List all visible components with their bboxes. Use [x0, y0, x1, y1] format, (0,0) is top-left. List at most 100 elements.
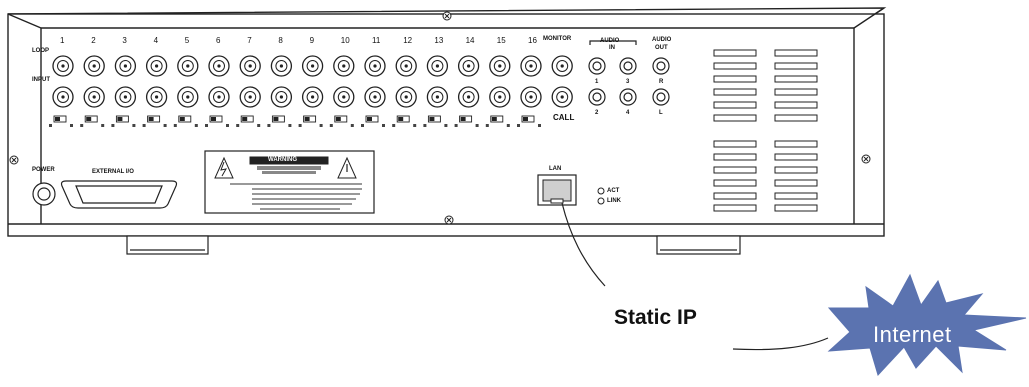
switch-mark	[382, 124, 385, 127]
external-io-label: EXTERNAL I/O	[92, 169, 134, 175]
switch-mark	[205, 124, 208, 127]
channel-number: 14	[465, 36, 475, 45]
channel-number: 9	[309, 36, 315, 45]
switch-mark	[413, 124, 417, 127]
switch-mark	[49, 124, 52, 127]
vent-slot	[774, 179, 818, 187]
switch-mark	[70, 124, 73, 127]
vent-slot	[713, 140, 757, 148]
input-bnc-pin	[529, 95, 533, 99]
vent-slot	[713, 192, 757, 200]
switch-knob	[117, 117, 123, 121]
vent-slot	[774, 204, 818, 212]
switch-mark	[454, 124, 458, 127]
switch-mark	[444, 124, 448, 127]
input-bnc-pin	[404, 95, 408, 99]
switch-knob	[460, 117, 466, 121]
vent-slot	[774, 153, 818, 161]
loop-bnc-pin	[435, 64, 439, 68]
link-label: LINK	[607, 198, 621, 204]
loop-bnc-pin	[92, 64, 96, 68]
loop-bnc-pin	[61, 64, 65, 68]
audio-out-label: OUT	[655, 45, 668, 51]
switch-mark	[485, 124, 489, 127]
termination-switches	[49, 115, 541, 127]
channel-number: 6	[216, 36, 221, 45]
switch-mark	[350, 124, 354, 127]
input-bnc-pin	[279, 95, 283, 99]
power-label: POWER	[32, 167, 55, 173]
switch-mark	[423, 124, 427, 127]
switch-knob	[273, 117, 279, 121]
switch-knob	[398, 117, 404, 121]
switch-mark	[80, 124, 84, 127]
switch-knob	[335, 117, 341, 121]
loop-bnc-pin	[217, 64, 221, 68]
input-bnc-pin	[560, 95, 564, 99]
switch-knob	[242, 117, 248, 121]
loop-connectors	[52, 55, 573, 77]
switch-knob	[148, 117, 154, 121]
input-bnc-pin	[435, 95, 439, 99]
switch-knob	[367, 117, 372, 121]
channel-number: 7	[247, 36, 252, 45]
vent-slot	[713, 204, 757, 212]
input-bnc-pin	[373, 95, 377, 99]
switch-mark	[132, 124, 136, 127]
audio-num-4: 4	[626, 110, 630, 116]
screws	[9, 11, 871, 225]
vent-slot	[713, 88, 757, 96]
switch-knob	[491, 117, 497, 121]
audio-connectors	[588, 40, 670, 106]
switch-mark	[101, 124, 105, 127]
switch-knob	[304, 117, 310, 121]
vent-slot	[713, 62, 757, 70]
channel-number: 15	[496, 36, 506, 45]
channel-number: 3	[122, 36, 127, 45]
internet-callout-line	[732, 337, 829, 351]
input-connectors	[52, 86, 573, 108]
input-bnc-pin	[342, 95, 346, 99]
input-bnc-pin	[217, 95, 221, 99]
vent-slot	[774, 166, 818, 174]
loop-bnc-pin	[248, 64, 252, 68]
audio-num-3: 3	[626, 79, 630, 85]
switch-mark	[517, 124, 520, 127]
channel-number: 4	[153, 36, 159, 45]
vent-slot	[774, 62, 818, 70]
power-connector	[32, 182, 56, 206]
switch-mark	[288, 124, 292, 127]
switch-mark	[226, 124, 229, 127]
loop-bnc-pin	[404, 64, 408, 68]
loop-bnc-pin	[373, 64, 377, 68]
switch-knob	[86, 117, 92, 121]
switch-mark	[163, 124, 167, 127]
loop-bnc-pin	[498, 64, 502, 68]
vent-slot	[774, 114, 818, 122]
act-label: ACT	[607, 188, 620, 194]
switch-mark	[392, 124, 396, 127]
vent-slot	[713, 114, 757, 122]
input-bnc-pin	[92, 95, 96, 99]
channel-number: 5	[184, 36, 190, 45]
loop-bnc-pin	[311, 64, 315, 68]
switch-mark	[298, 124, 302, 127]
external-io-connector	[60, 180, 178, 209]
switch-mark	[257, 124, 261, 127]
audio-num-2: 2	[595, 110, 599, 116]
vent-slot	[713, 166, 757, 174]
switch-mark	[236, 124, 240, 127]
vent-slot	[713, 75, 757, 83]
vent-slot	[774, 49, 818, 57]
input-bnc-pin	[311, 95, 315, 99]
vent-slot	[713, 153, 757, 161]
vent-slot	[713, 101, 757, 109]
audio-l-label: L	[659, 110, 663, 116]
channel-number: 11	[372, 36, 381, 45]
switch-mark	[111, 124, 115, 127]
switch-knob	[55, 117, 60, 121]
chassis-feet	[126, 235, 741, 255]
switch-mark	[329, 124, 333, 127]
input-label: INPUT	[32, 77, 50, 83]
